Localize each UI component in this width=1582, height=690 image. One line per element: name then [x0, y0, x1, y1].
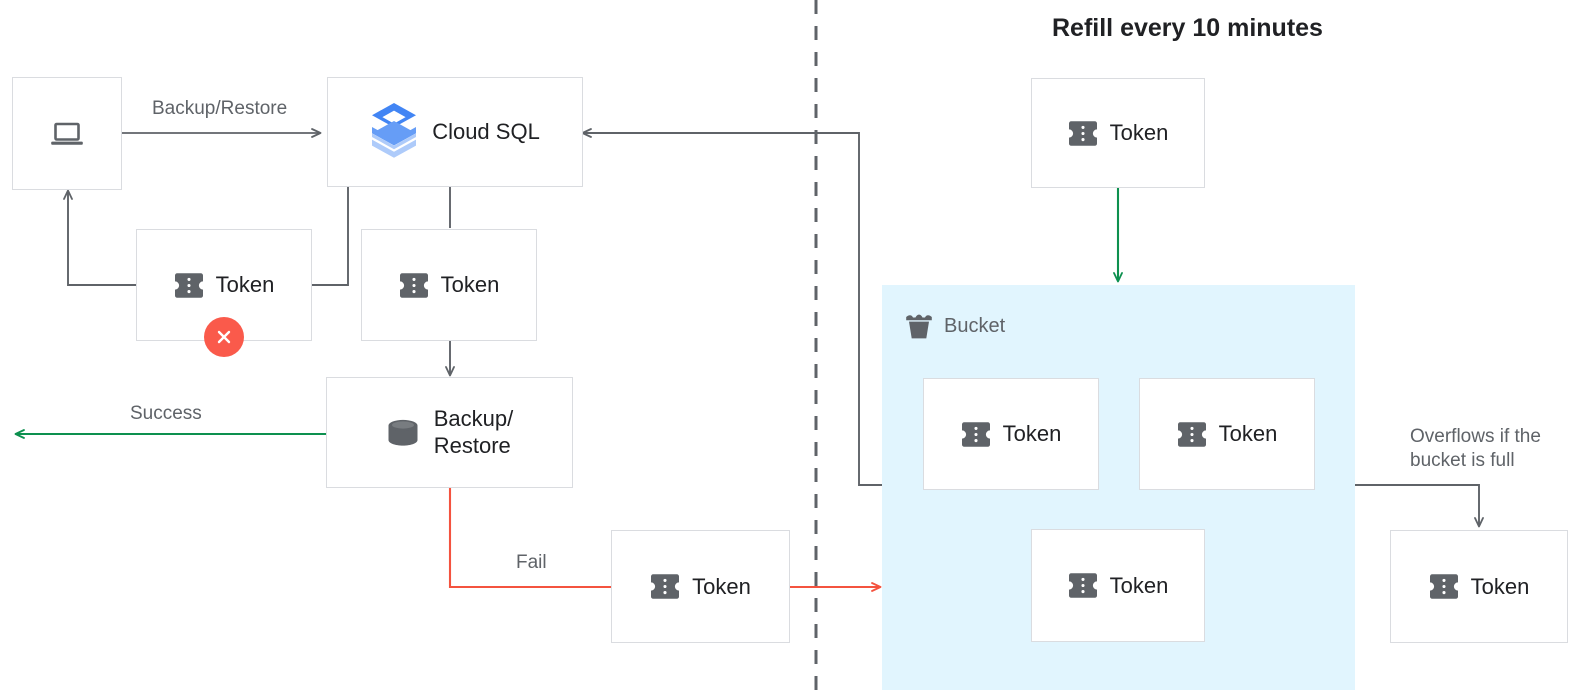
node-token-overflow-content: Token	[1429, 573, 1530, 600]
token-icon	[1429, 574, 1458, 599]
edge-backup-fail	[448, 488, 611, 589]
node-backup-restore[interactable]: Backup/ Restore	[326, 377, 573, 488]
node-client-content	[50, 120, 84, 148]
node-token-accepted-label: Token	[440, 272, 500, 297]
node-token-bucket-1-label: Token	[1002, 421, 1062, 446]
node-token-bucket-1[interactable]: Token	[923, 378, 1099, 490]
token-icon	[651, 574, 680, 599]
node-token-bucket-3-label: Token	[1109, 572, 1169, 598]
node-token-refill[interactable]: Token	[1031, 78, 1205, 188]
edge-label-success: Success	[130, 403, 202, 424]
node-token-bucket-3[interactable]: Token	[1031, 529, 1205, 642]
bucket-icon	[906, 314, 932, 339]
token-icon	[961, 421, 990, 447]
edge-bucket-overflow	[1355, 484, 1484, 528]
node-token-accepted[interactable]: Token	[361, 229, 537, 341]
node-token-rejected-label: Token	[215, 272, 275, 297]
node-token-bucket-3-content: Token	[1068, 572, 1169, 599]
close-icon	[217, 330, 231, 344]
node-token-bucket-2[interactable]: Token	[1139, 378, 1315, 490]
node-backup-restore-content: Backup/ Restore	[386, 405, 514, 460]
node-token-rejected-content: Token	[174, 272, 275, 299]
cloud-sql-icon	[372, 103, 417, 158]
node-token-fail-content: Token	[650, 573, 751, 600]
node-backup-restore-label: Backup/ Restore	[433, 405, 514, 458]
node-token-refill-label: Token	[1109, 120, 1169, 145]
node-token-bucket-2-content: Token	[1177, 421, 1278, 448]
edge-label-fail: Fail	[516, 552, 547, 573]
node-cloud-sql[interactable]: Cloud SQL	[327, 77, 583, 187]
bucket-header: Bucket	[903, 312, 1005, 340]
token-icon	[1177, 421, 1206, 447]
error-x-badge	[204, 317, 244, 357]
bucket-title-label: Bucket	[944, 314, 1006, 337]
token-icon	[1068, 120, 1097, 146]
node-cloud-sql-label: Cloud SQL	[432, 118, 540, 144]
database-icon	[388, 419, 418, 446]
token-icon	[1068, 573, 1097, 598]
edge-label-backup-restore: Backup/Restore	[152, 98, 288, 119]
node-token-fail-label: Token	[692, 573, 751, 599]
node-token-overflow-label: Token	[1470, 573, 1530, 599]
token-icon	[399, 272, 428, 298]
node-token-refill-content: Token	[1068, 120, 1169, 147]
node-token-overflow[interactable]: Token	[1390, 530, 1568, 643]
edge-bucket-to-cloudsql	[581, 128, 882, 486]
diagram-title: Refill every 10 minutes	[1052, 14, 1323, 42]
laptop-icon	[51, 122, 83, 145]
node-token-bucket-1-content: Token	[961, 421, 1062, 448]
edge-label-overflow: Overflows if the bucket is full	[1410, 426, 1541, 472]
edge-token-rejected-to-client	[63, 189, 136, 286]
node-token-fail[interactable]: Token	[611, 530, 790, 643]
node-token-bucket-2-label: Token	[1218, 421, 1278, 446]
node-cloud-sql-content: Cloud SQL	[370, 101, 540, 163]
edge-cloudsql-to-token-rejected	[312, 187, 349, 286]
node-token-accepted-content: Token	[399, 272, 500, 299]
node-client[interactable]	[12, 77, 122, 190]
token-icon	[174, 272, 203, 298]
